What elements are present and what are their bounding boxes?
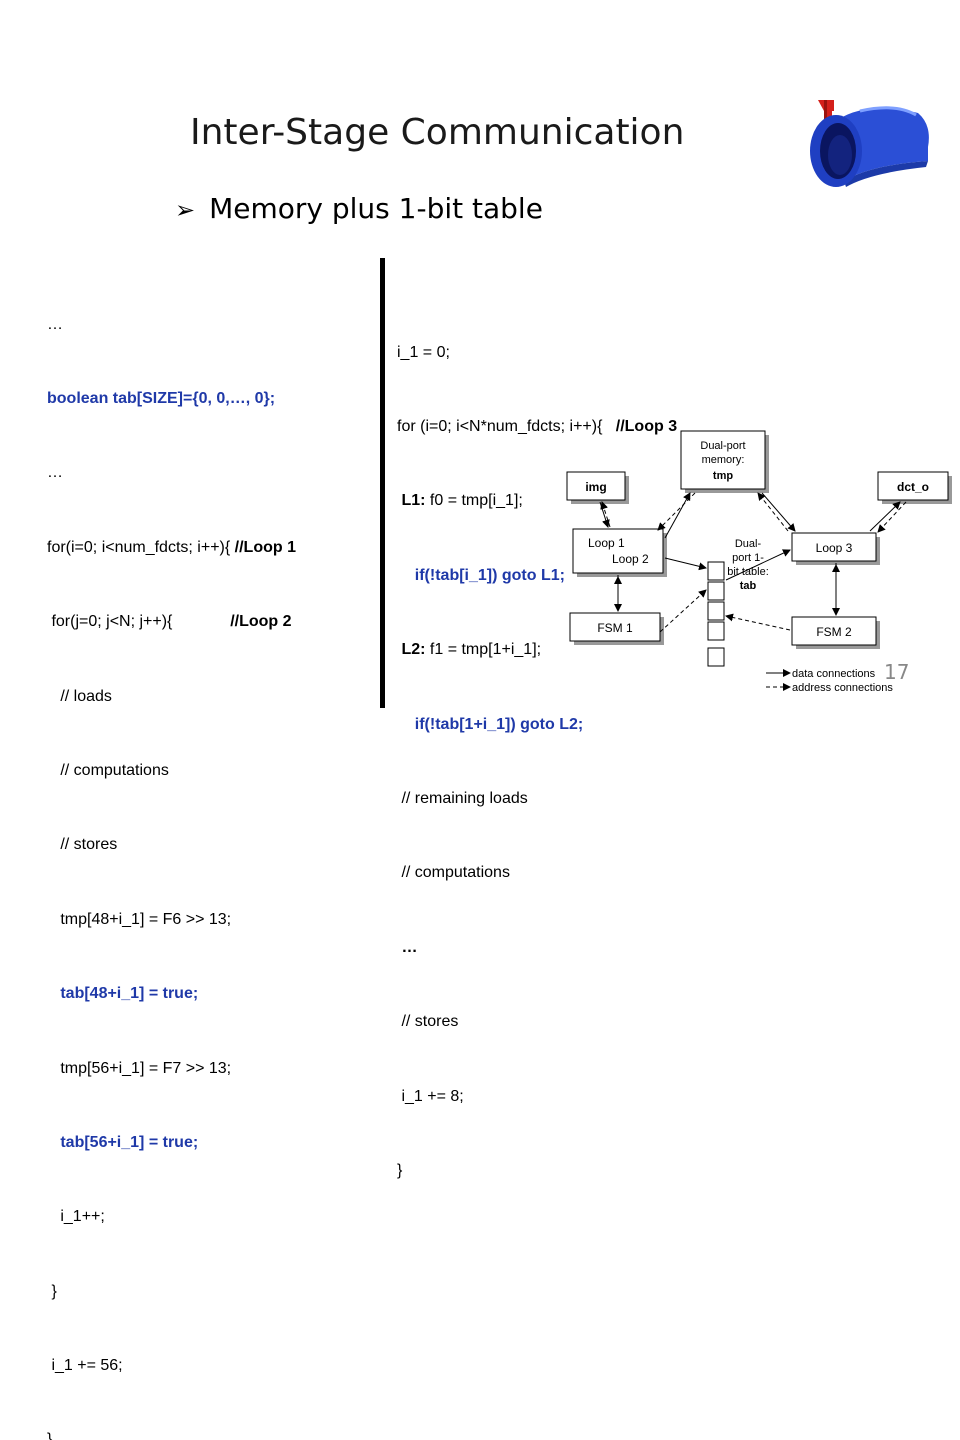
page-number: 17 xyxy=(884,660,910,684)
memory-label: memory: xyxy=(702,454,745,466)
bit-table-cell xyxy=(707,581,725,601)
code-text: for (i=0; i<N*num_fdcts; i++){ xyxy=(397,417,616,435)
code-text: for(i=0; i<num_fdcts; i++){ xyxy=(47,538,235,556)
code-line: tmp[48+i_1] = F6 >> 13; xyxy=(47,910,232,928)
code-line: L1: f0 = tmp[i_1]; xyxy=(397,489,677,514)
loop-comment: //Loop 2 xyxy=(230,613,292,631)
code-line: if(!tab[i_1]) goto L1; xyxy=(397,566,565,584)
left-code-block: … boolean tab[SIZE]={0, 0,…, 0}; … for(i… xyxy=(47,263,296,1440)
dct-box xyxy=(877,471,949,501)
code-line: tmp[56+i_1] = F7 >> 13; xyxy=(47,1059,232,1077)
dct-label: dct_o xyxy=(897,480,929,494)
code-line: i_1 += 56; xyxy=(47,1357,123,1375)
table-label: port 1- xyxy=(732,552,764,564)
code-label: L2: xyxy=(397,641,426,659)
bullet-arrow-icon: ➢ xyxy=(175,196,196,224)
code-line: } xyxy=(397,1161,403,1179)
memory-label: tmp xyxy=(713,470,733,482)
code-line: // loads xyxy=(47,687,112,705)
fsm2-box xyxy=(791,616,877,646)
fsm1-label: FSM 1 xyxy=(597,621,633,635)
loop12-label: Loop 2 xyxy=(612,552,649,566)
code-line: // stores xyxy=(397,1013,459,1031)
code-line: … xyxy=(47,464,63,482)
code-line: for (i=0; i<N*num_fdcts; i++){ //Loop 3 xyxy=(397,415,677,440)
legend-address-label: address connections xyxy=(792,682,893,694)
vertical-divider xyxy=(380,258,385,708)
img-box xyxy=(566,471,626,501)
loop12-box xyxy=(572,528,664,574)
bit-table-cell xyxy=(707,561,725,581)
loop3-label: Loop 3 xyxy=(816,541,853,555)
bit-table-cell xyxy=(707,621,725,641)
code-line: // computations xyxy=(397,864,510,882)
code-line: // remaining loads xyxy=(397,789,528,807)
code-text: f0 = tmp[i_1]; xyxy=(425,492,523,510)
code-line: for(i=0; i<num_fdcts; i++){ //Loop 1 xyxy=(47,536,296,561)
code-line: tab[56+i_1] = true; xyxy=(47,1133,199,1151)
code-line: tab[48+i_1] = true; xyxy=(47,985,199,1003)
code-line: … xyxy=(47,315,63,333)
code-line: // computations xyxy=(47,761,169,779)
code-text: for(j=0; j<N; j++){ xyxy=(47,613,231,631)
code-line: for(j=0; j<N; j++){ //Loop 2 xyxy=(47,610,296,635)
loop-comment: //Loop 3 xyxy=(615,417,678,435)
code-line: … xyxy=(397,938,418,956)
code-line: // stores xyxy=(47,836,118,854)
code-line: if(!tab[1+i_1]) goto L2; xyxy=(397,715,584,733)
code-text: f1 = tmp[1+i_1]; xyxy=(425,641,542,659)
fsm1-box xyxy=(569,612,661,642)
code-line: i_1 = 0; xyxy=(397,343,450,361)
code-line: i_1++; xyxy=(47,1208,105,1226)
loop12-label: Loop 1 xyxy=(588,536,625,550)
slide-title: Inter-Stage Communication xyxy=(190,112,685,153)
code-line: boolean tab[SIZE]={0, 0,…, 0}; xyxy=(47,389,276,407)
memory-box xyxy=(680,430,766,490)
legend-data-label: data connections xyxy=(792,668,876,680)
code-line: L2: f1 = tmp[1+i_1]; xyxy=(397,638,677,663)
table-label: tab xyxy=(740,580,757,592)
bullet-item: ➢ Memory plus 1-bit table xyxy=(175,192,543,225)
bullet-text: Memory plus 1-bit table xyxy=(209,192,543,225)
table-label: Dual- xyxy=(735,538,762,550)
code-line: } xyxy=(47,1431,53,1440)
mailbox-icon xyxy=(810,100,929,187)
code-line: i_1 += 8; xyxy=(397,1087,464,1105)
loop3-box xyxy=(791,532,877,562)
bit-table-cell xyxy=(707,601,725,621)
code-line: } xyxy=(47,1282,57,1300)
fsm2-label: FSM 2 xyxy=(816,625,852,639)
loop-comment: //Loop 1 xyxy=(234,538,296,556)
architecture-diagram: Dual-port memory: tmp img dct_o Loop 1 L… xyxy=(566,430,952,694)
img-label: img xyxy=(585,480,606,494)
code-label: L1: xyxy=(397,492,426,510)
bit-table-cell xyxy=(707,647,725,667)
memory-label: Dual-port xyxy=(700,440,745,452)
